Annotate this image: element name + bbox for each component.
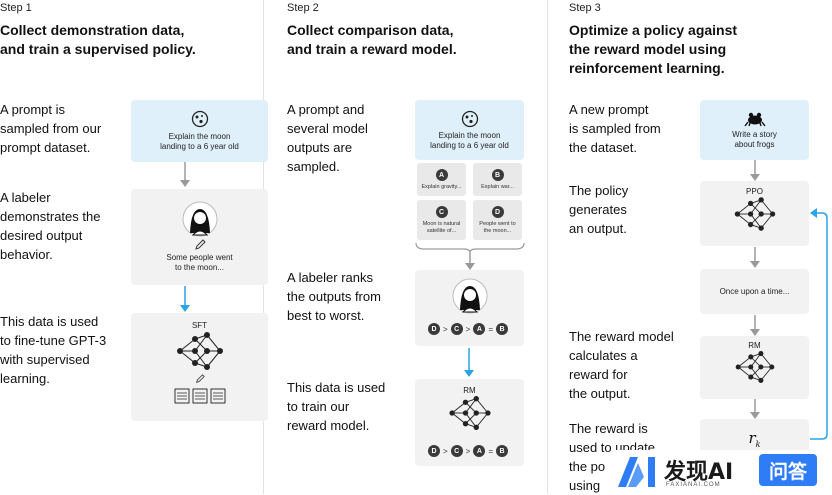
- watermark-subtext: FAXIANAI.COM: [666, 482, 721, 488]
- generated-output-box: Once upon a time...: [700, 269, 809, 314]
- ranking-order: D> C> A= B: [428, 445, 509, 457]
- model-label: RM: [748, 341, 761, 350]
- watermark: 发现AI FAXIANAI.COM 问答: [614, 450, 832, 494]
- watermark-logo-icon: [618, 457, 655, 487]
- rank-item: D: [428, 445, 440, 457]
- pencil-icon: [195, 374, 205, 383]
- pencil-icon: [194, 239, 206, 250]
- neural-network-icon: [176, 332, 223, 370]
- neural-network-icon: [735, 351, 774, 383]
- rank-operator: >: [465, 324, 471, 334]
- policy-label: PPO: [746, 187, 763, 196]
- watermark-brand: 发现AI: [664, 460, 734, 485]
- arrow-down-accent: [180, 286, 190, 312]
- option-text: Explain war...: [481, 184, 514, 190]
- output-option-b: B Explain war...: [473, 163, 522, 196]
- neural-network-icon: [448, 396, 491, 430]
- arrow-down-accent: [464, 348, 474, 377]
- documents-icon: [174, 388, 225, 404]
- reward-model-box: RM: [700, 336, 809, 399]
- rank-item: A: [473, 323, 486, 335]
- rank-operator: >: [443, 446, 448, 456]
- option-letter: C: [435, 206, 448, 218]
- step-label: Step 2: [287, 2, 319, 14]
- rank-operator: =: [488, 324, 494, 334]
- arrow-down: [750, 399, 760, 419]
- rank-item: A: [473, 445, 486, 457]
- rank-item: D: [428, 323, 440, 335]
- rank-operator: >: [443, 324, 448, 334]
- step-label: Step 1: [0, 2, 32, 14]
- option-letter: B: [491, 169, 504, 181]
- feedback-loop-arrow: [810, 208, 828, 440]
- sft-model-box: SFT: [131, 313, 268, 421]
- reward-symbol: rk: [748, 429, 761, 449]
- rank-item: C: [450, 323, 463, 335]
- column-divider: [547, 0, 548, 494]
- ppo-policy-box: PPO: [700, 181, 809, 246]
- arrow-down: [750, 160, 760, 181]
- arrow-down: [750, 247, 760, 268]
- model-label: SFT: [191, 321, 208, 330]
- rank-item: B: [496, 445, 509, 457]
- moon-icon: [191, 110, 208, 128]
- option-text: Explain gravity...: [421, 184, 462, 190]
- step-label: Step 3: [569, 2, 601, 14]
- step-heading: Collect demonstration data,and train a s…: [0, 22, 196, 57]
- option-letter: D: [491, 206, 504, 218]
- watermark-tag: 问答: [759, 454, 817, 486]
- output-option-a: A Explain gravity...: [417, 163, 466, 196]
- ranking-order: D> C> A= B: [428, 323, 509, 335]
- option-letter: A: [435, 169, 448, 181]
- rank-item: C: [450, 445, 463, 457]
- rank-operator: =: [488, 446, 494, 456]
- moon-icon: [461, 110, 478, 127]
- generated-output-text: Once upon a time...: [719, 286, 790, 296]
- rank-item: B: [496, 323, 509, 335]
- neural-network-icon: [734, 197, 775, 231]
- frog-icon: [743, 112, 766, 126]
- model-label: RM: [463, 386, 476, 395]
- rank-operator: >: [465, 446, 471, 456]
- step-heading: Collect comparison data,and train a rewa…: [287, 22, 457, 57]
- labeler-avatar-icon: [182, 201, 217, 237]
- labeler-avatar-icon: [452, 278, 487, 314]
- arrow-down: [180, 162, 190, 187]
- brace-arrow: [415, 243, 525, 270]
- arrow-down: [750, 315, 760, 336]
